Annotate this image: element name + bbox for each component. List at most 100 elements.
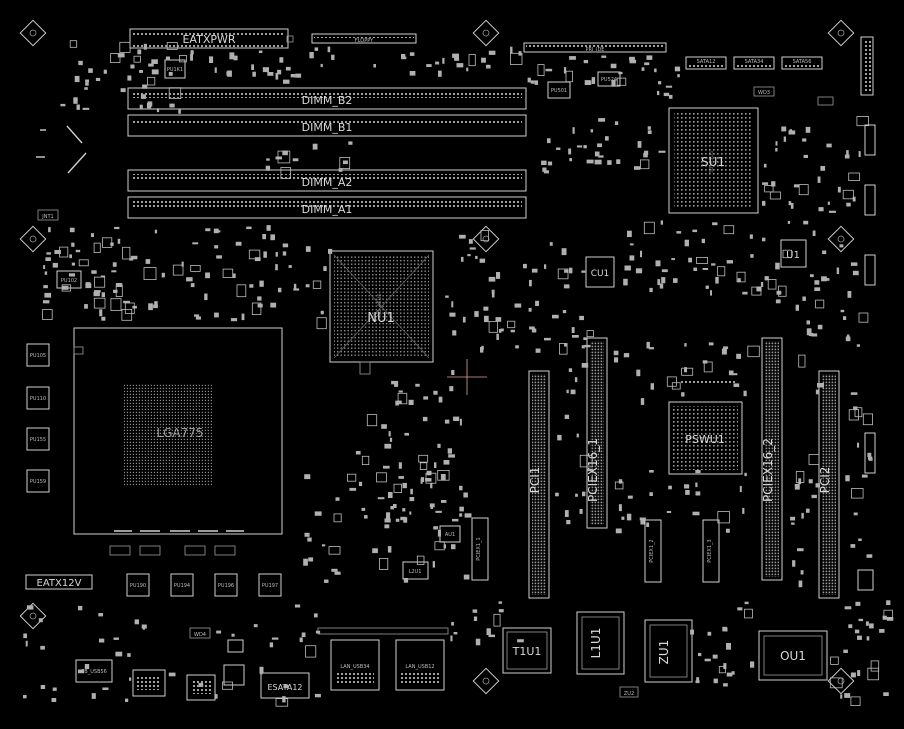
smd-component (404, 432, 409, 436)
smd-component (721, 348, 727, 355)
smd-component (491, 293, 495, 298)
smd-component (624, 265, 631, 271)
smd-component (867, 452, 872, 458)
smd-component (290, 74, 296, 78)
smd-component (52, 687, 57, 691)
smd-component (445, 295, 449, 298)
smd-component (190, 283, 195, 288)
smd-component (43, 285, 48, 289)
smd-component (594, 151, 600, 157)
smd-component (151, 59, 158, 64)
smd-component (826, 143, 832, 148)
smd-component (649, 287, 653, 293)
smd-component (463, 574, 470, 580)
smd-component (94, 290, 101, 293)
smd-component (495, 317, 502, 322)
smd-component (644, 150, 649, 155)
smd-component (295, 73, 302, 78)
pu196-label: PU196 (218, 583, 234, 589)
smd-component (663, 92, 670, 97)
smd-component (280, 167, 291, 179)
smd-component (115, 283, 123, 287)
smd-component (435, 510, 442, 513)
pu159-label: PU159 (30, 479, 46, 485)
smd-component (398, 390, 403, 393)
smd-component (518, 51, 522, 56)
smd-component (133, 55, 141, 63)
smd-component (432, 561, 435, 568)
smd-component (736, 353, 741, 359)
pci2-label: PCI2 (818, 467, 832, 494)
smd-component (562, 310, 567, 314)
dimm-slots: DIMM_B2 DIMM_B1 DIMM_A2 DIMM_A1 (127, 87, 527, 219)
smd-component (747, 345, 760, 358)
smd-component (583, 337, 587, 340)
smd-component (468, 239, 473, 244)
smd-component (267, 72, 274, 76)
smd-component (870, 660, 880, 672)
smd-component (618, 504, 622, 512)
smd-component (190, 264, 201, 272)
smd-component (498, 601, 502, 604)
smd-component (493, 613, 501, 627)
pu194-label: PU194 (174, 583, 190, 589)
pu1k1-label: PU1K1 (167, 67, 183, 73)
smd-component (762, 182, 769, 185)
smd-component (597, 143, 602, 148)
smd-component (610, 63, 617, 69)
smd-component (62, 285, 69, 290)
smd-component (397, 400, 402, 404)
smd-component (452, 330, 457, 336)
smd-component (275, 72, 279, 80)
smd-component (438, 396, 443, 403)
smd-component (557, 268, 569, 280)
smd-component (647, 126, 651, 130)
smd-component (383, 465, 390, 469)
smd-component (381, 424, 387, 429)
smd-component (856, 116, 870, 127)
smd-component (598, 118, 606, 122)
smd-component (695, 482, 698, 488)
smd-component (314, 511, 322, 516)
smd-component (257, 296, 262, 301)
smd-component (78, 669, 84, 674)
smd-component (134, 619, 139, 625)
smd-component (314, 47, 319, 51)
smd-component (713, 678, 718, 684)
smd-component (829, 677, 843, 689)
smd-component (601, 55, 607, 58)
smd-component (528, 307, 532, 312)
smd-component (204, 293, 208, 301)
smd-component (576, 145, 583, 148)
smd-component (153, 304, 158, 309)
smd-component (205, 272, 210, 279)
smd-component (867, 667, 879, 681)
smd-component (384, 524, 390, 529)
smd-component (828, 210, 836, 213)
smd-component (384, 518, 391, 523)
smd-component (726, 260, 733, 264)
smd-component (795, 471, 805, 483)
smd-component (690, 629, 694, 635)
smd-component (235, 241, 242, 246)
smd-component (810, 274, 814, 278)
smd-component (731, 671, 735, 675)
smd-component (510, 46, 513, 54)
wd3-label: WD3 (758, 90, 770, 96)
smd-component (614, 357, 619, 363)
smd-component (230, 318, 238, 322)
smd-component (61, 284, 71, 292)
sata34-label: SATA34 (745, 59, 764, 65)
smd-component (293, 288, 300, 291)
smd-component (23, 695, 27, 699)
smd-component (241, 313, 245, 321)
smd-component (756, 286, 762, 292)
rear-io: T1U1 L1U1 ZU1 OU1 LAN_USB34 LAN_USB12 ES… (75, 611, 828, 701)
smd-component (639, 517, 646, 521)
smd-component (744, 601, 749, 605)
pu190-label: PU190 (130, 583, 146, 589)
smd-component (836, 267, 840, 275)
smd-component (661, 269, 668, 273)
smd-component (840, 309, 845, 313)
smd-component (613, 350, 619, 356)
